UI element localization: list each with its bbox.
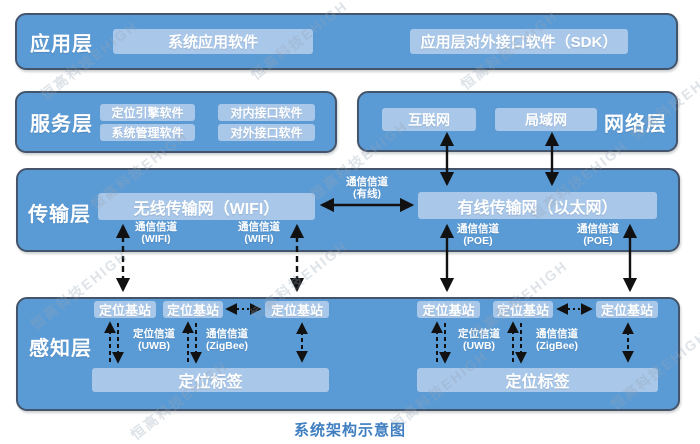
channel-name: 定位信道 (133, 328, 175, 340)
layer-perception: 感知层 定位基站 定位基站 定位基站 定位基站 定位基站 定位基站 定位标签 定… (16, 297, 680, 411)
station-box: 定位基站 (163, 301, 223, 318)
channel-name: 通信信道 (346, 176, 388, 188)
channel-sub: (UWB) (137, 340, 171, 353)
layer-application: 应用层 系统应用软件 应用层对外接口软件（SDK） (15, 13, 678, 70)
channel-sub: (ZigBee) (206, 340, 248, 353)
system-management-box: 系统管理软件 (100, 124, 195, 141)
perception-layer-label: 感知层 (29, 338, 92, 360)
channel-sub: (POE) (463, 235, 493, 248)
layer-service: 服务层 定位引擎软件 对内接口软件 系统管理软件 对外接口软件 (15, 91, 337, 153)
uwb-channel-label: 定位信道 (UWB) (127, 328, 181, 353)
channel-name: 通信信道 (238, 221, 280, 233)
channel-sub: (WIFI) (244, 233, 274, 246)
system-app-software-box: 系统应用软件 (113, 29, 313, 54)
tag-box: 定位标签 (417, 368, 658, 392)
wired-channel-label: 通信信道 (有线) (337, 176, 397, 201)
internet-box: 互联网 (382, 108, 476, 131)
wifi-channel-label: 通信信道 (WIFI) (126, 221, 186, 246)
diagram-caption: 系统架构示意图 (293, 422, 406, 439)
station-box: 定位基站 (417, 301, 480, 318)
wireless-network-box: 无线传输网（WIFI） (98, 193, 315, 220)
transport-layer-label: 传输层 (28, 204, 91, 226)
channel-name: 通信信道 (536, 328, 578, 340)
channel-name: 通信信道 (135, 221, 177, 233)
station-box: 定位基站 (493, 301, 553, 318)
channel-name: 通信信道 (206, 328, 248, 340)
channel-name: 定位信道 (458, 328, 500, 340)
sdk-interface-box: 应用层对外接口软件（SDK） (410, 29, 628, 54)
wired-network-box: 有线传输网（以太网） (418, 192, 657, 219)
lan-box: 局域网 (495, 108, 597, 131)
positioning-engine-box: 定位引擎软件 (100, 104, 195, 121)
wifi-channel-label: 通信信道 (WIFI) (229, 221, 289, 246)
internal-interface-box: 对内接口软件 (218, 104, 315, 121)
channel-sub: (有线) (353, 188, 381, 201)
poe-channel-label: 通信信道 (POE) (570, 223, 626, 248)
uwb-channel-label: 定位信道 (UWB) (452, 328, 506, 353)
channel-name: 通信信道 (577, 223, 619, 235)
external-interface-box: 对外接口软件 (218, 124, 315, 141)
zigbee-channel-label: 通信信道 (ZigBee) (527, 328, 587, 353)
tag-box: 定位标签 (92, 368, 329, 392)
station-box: 定位基站 (265, 301, 329, 318)
network-layer-label: 网络层 (604, 113, 667, 135)
channel-sub: (WIFI) (141, 233, 171, 246)
channel-name: 通信信道 (457, 223, 499, 235)
station-box: 定位基站 (596, 301, 658, 318)
application-layer-label: 应用层 (30, 33, 93, 55)
service-layer-label: 服务层 (30, 113, 93, 136)
channel-sub: (UWB) (462, 340, 496, 353)
station-box: 定位基站 (94, 301, 156, 318)
channel-sub: (POE) (583, 235, 613, 248)
layer-network: 互联网 局域网 网络层 (357, 91, 678, 152)
zigbee-channel-label: 通信信道 (ZigBee) (198, 328, 256, 353)
poe-channel-label: 通信信道 (POE) (450, 223, 506, 248)
channel-sub: (ZigBee) (536, 340, 578, 353)
